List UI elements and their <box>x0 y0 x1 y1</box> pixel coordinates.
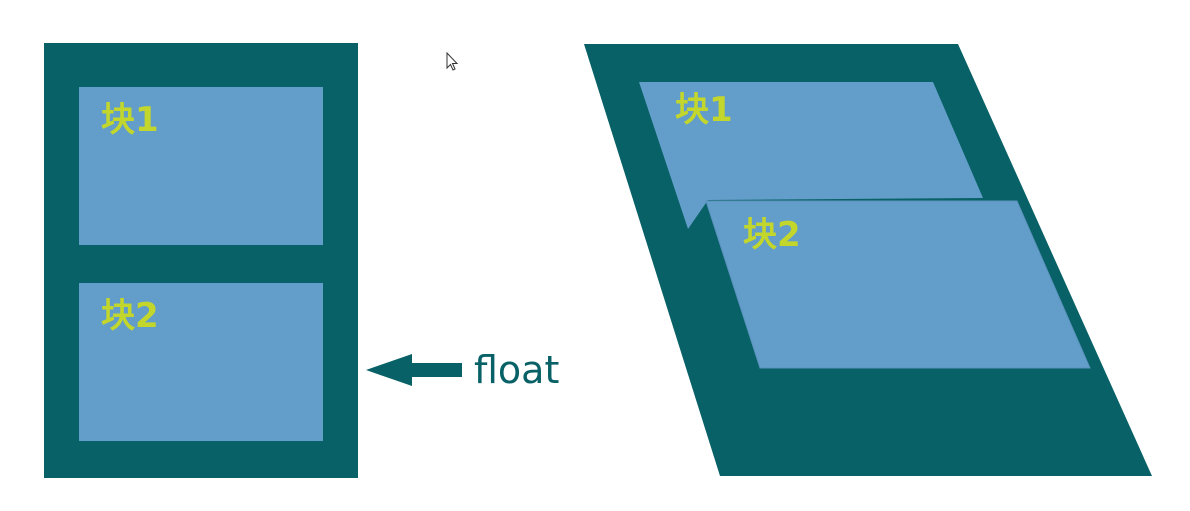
floated-block-2-label: 块2 <box>743 215 801 255</box>
floated-block-2 <box>705 200 1091 369</box>
float-arrow-label: float <box>474 348 559 392</box>
float-arrow-head <box>366 354 412 386</box>
float-arrow: float <box>366 348 559 392</box>
floated-block-1 <box>639 82 983 229</box>
normal-flow-block-1-label: 块1 <box>101 100 159 140</box>
normal-flow-block-1 <box>79 87 323 245</box>
mouse-pointer-icon <box>446 51 459 71</box>
float-arrow-shaft <box>404 363 462 377</box>
floated-layout-panel: 块1 块2 <box>584 44 1152 476</box>
floated-block-1-label: 块1 <box>675 90 733 130</box>
normal-flow-block-2-label: 块2 <box>101 296 159 336</box>
normal-flow-panel: 块1 块2 <box>44 43 358 478</box>
normal-flow-block-2 <box>79 283 323 441</box>
